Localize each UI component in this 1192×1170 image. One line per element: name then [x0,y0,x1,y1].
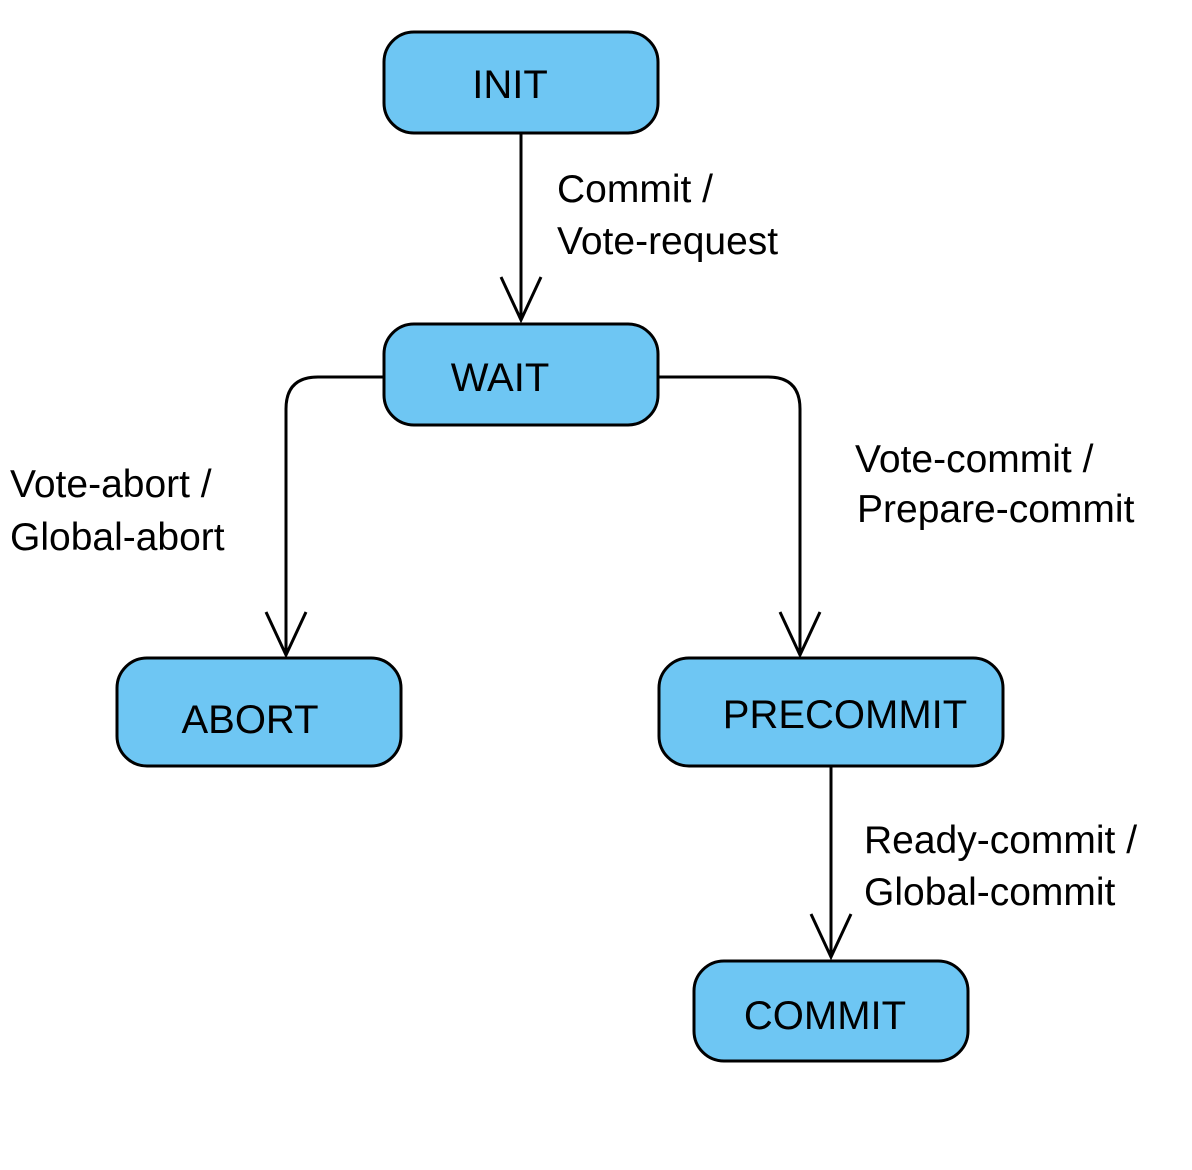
edge-wait-to-abort [264,375,384,659]
edge-label-line2: Global-commit [864,871,1116,914]
node-precommit: PRECOMMIT [657,656,1005,768]
arrowhead-icon [809,913,853,961]
edge-label-line1: Vote-abort / [10,463,212,506]
edge-label-wait-to-precommit: Vote-commit / Prepare-commit [855,438,1135,531]
node-wait: WAIT [382,322,660,427]
edge-init-to-wait [499,133,543,324]
edge-label-line1: Ready-commit / [864,819,1137,862]
node-box [692,959,970,1063]
edge-line [658,375,802,655]
node-label-commit: COMMIT [744,994,906,1038]
edge-line [284,375,384,655]
node-box [382,322,660,427]
edge-label-line2: Prepare-commit [857,488,1135,531]
node-abort: ABORT [115,656,403,768]
edge-label-line1: Vote-commit / [855,438,1094,481]
node-box [657,656,1005,768]
edge-label-line2: Global-abort [10,516,225,559]
node-label-wait: WAIT [451,356,550,400]
edge-label-wait-to-abort: Vote-abort / Global-abort [10,463,225,559]
arrowhead-icon [499,276,543,324]
arrowhead-icon [264,611,308,659]
arrowhead-icon [778,611,822,659]
edge-precommit-to-commit [809,767,853,961]
node-commit: COMMIT [692,959,970,1063]
node-label-abort: ABORT [181,698,318,742]
edge-label-line1: Commit / [557,168,713,211]
edge-label-precommit-to-commit: Ready-commit / Global-commit [864,819,1137,914]
node-box [382,30,660,135]
node-box [115,656,403,768]
edge-label-line2: Vote-request [557,220,778,263]
edge-label-init-to-wait: Commit / Vote-request [557,168,778,263]
node-label-precommit: PRECOMMIT [723,693,967,737]
edge-wait-to-precommit [658,375,822,659]
node-label-init: INIT [472,63,548,107]
node-init: INIT [382,30,660,135]
